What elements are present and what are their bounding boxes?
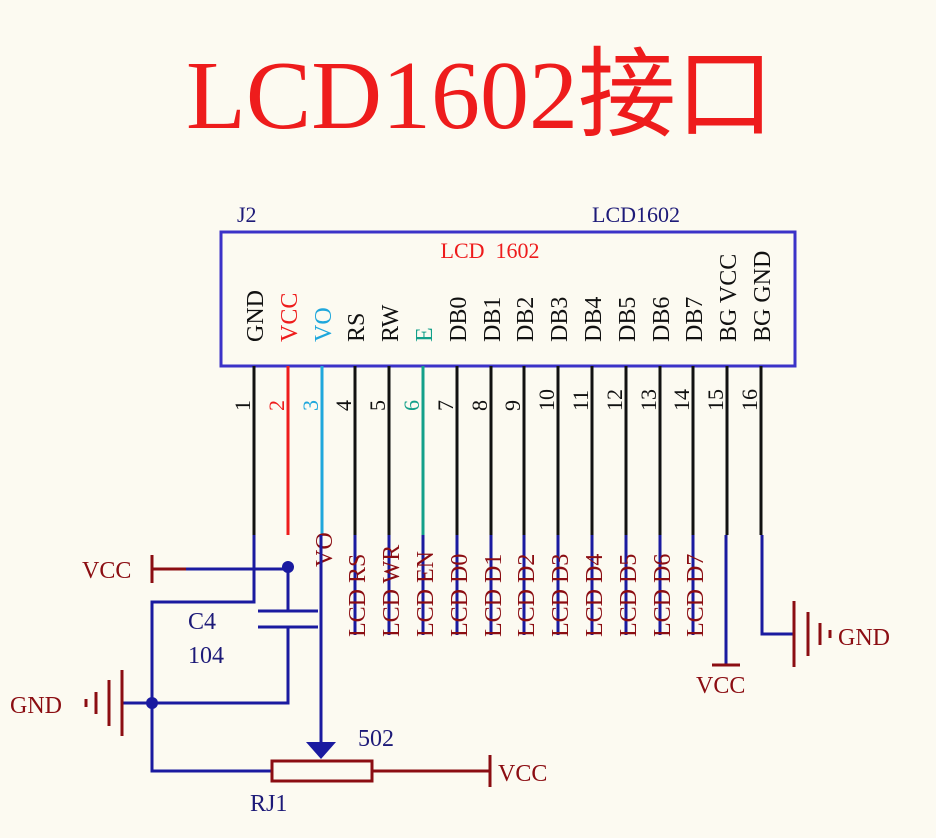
vcc-pot-label: VCC xyxy=(498,761,547,787)
pin-name: DB3 xyxy=(547,297,573,342)
potentiometer-designator: RJ1 xyxy=(250,791,287,817)
vcc-left-symbol: VCC xyxy=(82,555,186,584)
pin-number: 3 xyxy=(298,400,323,411)
net-label: LCD D3 xyxy=(548,554,574,637)
pin-number: 16 xyxy=(737,389,762,411)
connector-box xyxy=(219,230,797,368)
vcc-left-label: VCC xyxy=(82,558,131,584)
net-label: LCD RS xyxy=(345,554,371,637)
net-label: LCD D5 xyxy=(616,554,642,637)
pin-number: 6 xyxy=(399,400,424,411)
capacitor-c4: C4 104 xyxy=(152,569,318,705)
pin-name: DB4 xyxy=(581,297,607,342)
pin-number: 12 xyxy=(602,389,627,411)
pin-name: VO xyxy=(311,307,337,342)
pin-number: 2 xyxy=(264,400,289,411)
gnd-left-symbol: GND xyxy=(10,670,152,736)
net-label: LCD EN xyxy=(413,551,439,637)
potentiometer-value: 502 xyxy=(358,726,394,752)
pin-name: DB0 xyxy=(446,297,472,342)
net-label: LCD D6 xyxy=(650,554,676,637)
net-label: VO xyxy=(312,532,338,567)
potentiometer-rj1: 502 RJ1 VCC xyxy=(250,535,547,817)
pin-name: BG GND xyxy=(750,251,776,342)
pin-2: VCC 2 xyxy=(264,293,303,535)
junction-vcc xyxy=(282,561,294,573)
pin-name: DB1 xyxy=(480,297,506,342)
pin-number: 13 xyxy=(636,389,661,411)
capacitor-designator: C4 xyxy=(188,609,216,635)
pin-number: 5 xyxy=(365,400,390,411)
pin-number: 9 xyxy=(500,400,525,411)
pin-name: DB7 xyxy=(682,297,708,342)
pin-number: 11 xyxy=(568,390,593,411)
net-label: LCD D1 xyxy=(481,554,507,637)
pin-name: GND xyxy=(243,290,269,342)
net-label: LCD WR xyxy=(379,545,405,637)
pin-name: BG VCC xyxy=(716,254,742,342)
pin-name: VCC xyxy=(277,293,303,342)
pin-name: RW xyxy=(378,304,404,342)
net-label: LCD D2 xyxy=(514,554,540,637)
gnd-left-label: GND xyxy=(10,693,62,719)
pin-number: 7 xyxy=(433,400,458,411)
vcc-bg-symbol: VCC xyxy=(696,535,745,699)
connector-designator: J2 xyxy=(237,202,257,227)
gnd-bg-symbol: GND xyxy=(760,535,890,667)
gnd-wire xyxy=(150,535,272,773)
pin-number: 15 xyxy=(703,389,728,411)
pin-number: 1 xyxy=(230,400,255,411)
pin-name: RS xyxy=(344,313,370,342)
pin-number: 14 xyxy=(669,389,694,411)
pin-1: GND 1 xyxy=(230,290,269,535)
pin-name: DB5 xyxy=(615,297,641,342)
pin-16: BG GND 16 xyxy=(737,251,776,535)
pin-number: 8 xyxy=(467,400,492,411)
capacitor-value: 104 xyxy=(188,643,224,669)
pin-name: E xyxy=(412,327,438,342)
connector-inner-title: LCD 1602 xyxy=(441,238,540,263)
net-label: LCD D7 xyxy=(683,554,709,637)
pin-number: 4 xyxy=(331,400,356,411)
pin-name: DB6 xyxy=(649,297,675,342)
pin-number: 10 xyxy=(534,389,559,411)
vcc-bg-label: VCC xyxy=(696,673,745,699)
diagram-title: LCD1602接口 xyxy=(186,42,774,150)
net-label: LCD D0 xyxy=(447,554,473,637)
pin-15: BG VCC 15 xyxy=(703,254,742,535)
gnd-bg-label: GND xyxy=(838,625,890,651)
connector-value: LCD1602 xyxy=(592,202,680,227)
net-label: LCD D4 xyxy=(582,554,608,637)
pin-name: DB2 xyxy=(513,297,539,342)
